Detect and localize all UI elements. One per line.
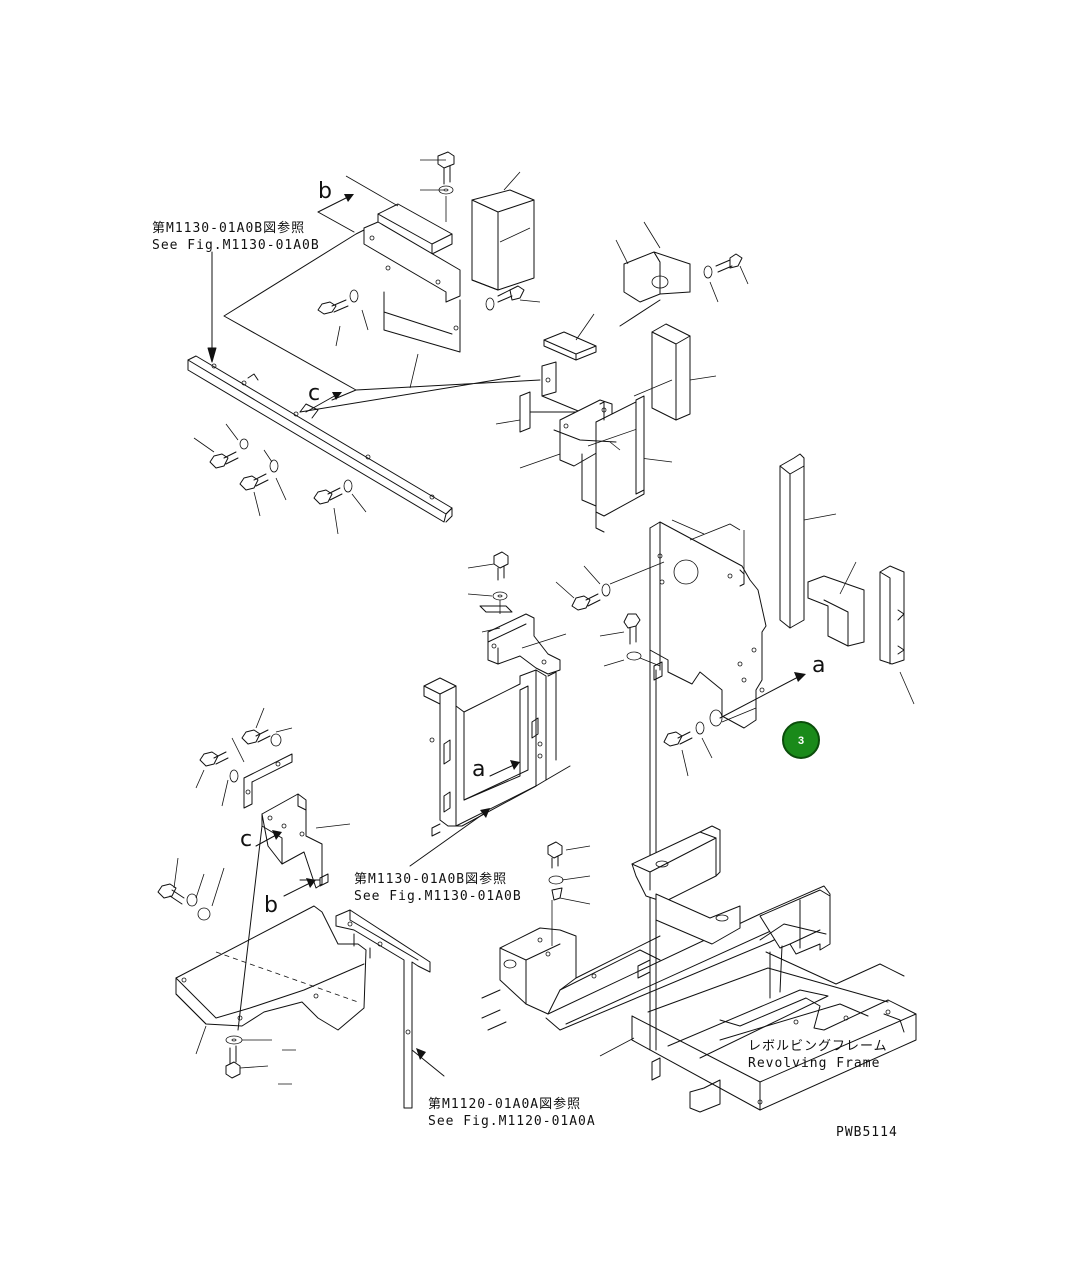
- revolving-frame: [481, 825, 917, 1113]
- callout-marker-3[interactable]: 3: [782, 721, 820, 759]
- frame-label-en: Revolving Frame: [748, 1056, 880, 1071]
- cross-member-assembly: [187, 355, 453, 523]
- ref-label-jp-top: 第M1130-01A0B図参照: [152, 220, 305, 236]
- center-bracket-group: [495, 313, 673, 533]
- view-letter-c-top: c: [308, 381, 320, 406]
- ref-label-jp-bottom: 第M1120-01A0A図参照: [428, 1096, 581, 1112]
- view-letter-a-center: a: [472, 757, 485, 782]
- frame-label-jp: レボルビングフレーム: [748, 1039, 888, 1054]
- drawing-code: PWB5114: [836, 1125, 898, 1140]
- view-letter-c-lower: c: [240, 827, 252, 852]
- upper-plate-group: [363, 189, 535, 353]
- bolt-group-top: [317, 151, 525, 315]
- side-cover-plate: [649, 519, 767, 729]
- arrow-head: [207, 347, 217, 363]
- vertical-channel: [335, 909, 445, 1109]
- view-letter-b-top: b: [318, 179, 332, 204]
- ref-label-en-middle: See Fig.M1130-01A0B: [354, 889, 522, 904]
- ref-label-en-top: See Fig.M1130-01A0B: [152, 238, 320, 253]
- bolt-group-center: [467, 551, 513, 614]
- view-letter-a-right: a: [812, 653, 825, 678]
- upper-right-pad: [633, 323, 717, 421]
- upper-right-bracket: [615, 221, 749, 327]
- seal-strip-group: [779, 453, 915, 705]
- view-letter-b-lower: b: [264, 893, 278, 918]
- bolt-group-lower-left: [157, 857, 225, 921]
- lower-left-bracket: [195, 707, 351, 889]
- ref-label-jp-middle: 第M1130-01A0B図参照: [354, 871, 507, 887]
- radiator-frame: [423, 613, 571, 837]
- bolt-group-bottom: [225, 1035, 296, 1085]
- lower-cover-plate: [175, 905, 367, 1055]
- ref-label-en-bottom: See Fig.M1120-01A0A: [428, 1114, 596, 1129]
- callout-number: 3: [798, 735, 804, 747]
- bolt-group-left: [193, 423, 367, 535]
- bolt-group-frame: [547, 841, 591, 946]
